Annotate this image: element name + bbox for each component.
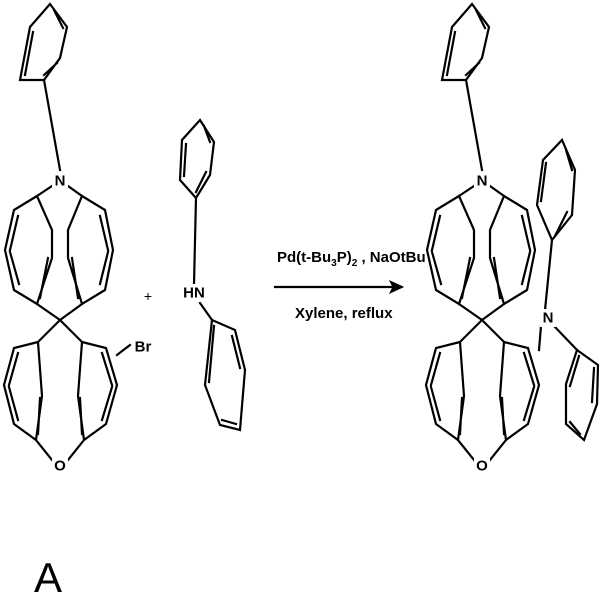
reaction-reagents: Pd(t-Bu3P)2 , NaOtBu: [277, 249, 426, 269]
product-acridine-right-ring: [490, 196, 535, 304]
reactant-b-bottom-phenyl-ring: [205, 320, 245, 430]
product-n-left-bond: [459, 186, 474, 196]
reactant-a-o-left-bond: [36, 440, 52, 460]
reactant-b-top-phenyl-ring: [180, 120, 214, 198]
product-amine-upper-bond: [545, 240, 552, 310]
reactant-a-top-phenyl-ring: [20, 4, 67, 80]
product-top-phenyl-ring: [442, 4, 489, 80]
reactant-a-br-bond: [117, 345, 130, 355]
reactant-a-bromine-label: Br: [135, 339, 152, 356]
product-nitrogen-label: N: [477, 173, 488, 190]
product-spiro-left-down: [460, 320, 482, 342]
reactant-a-spiro-right-down: [60, 320, 82, 342]
reactant-b-nh-bottom-bond: [200, 303, 212, 320]
reactant-a-structure: N O Br: [4, 4, 151, 475]
reactant-a-acridine-right-ring: [68, 196, 113, 304]
product-oxygen-label: O: [476, 458, 488, 475]
product-spiro-right-up: [482, 304, 504, 320]
product-n-aryl-bond: [466, 80, 482, 170]
product-xanthene-right-ring: [500, 342, 539, 440]
product-amine-aryl-bond: [539, 326, 541, 350]
product-upper-phenyl-ring: [537, 140, 575, 240]
product-structure: N O N: [426, 4, 598, 475]
reactant-a-n-aryl-bond: [44, 80, 60, 170]
reactant-a-xanthene-right-ring: [78, 342, 117, 440]
reactant-b-structure: HN: [180, 120, 245, 430]
reaction-solvent: Xylene, reflux: [295, 305, 393, 322]
product-acridine-left-ring: [427, 196, 474, 304]
reactant-a-nitrogen-label: N: [55, 173, 66, 190]
reactant-a-n-right-bond: [68, 186, 82, 196]
plus-sign: +: [144, 288, 152, 304]
product-spiro-left-up: [459, 304, 482, 320]
product-o-left-bond: [458, 440, 474, 460]
product-lower-phenyl-ring: [566, 350, 598, 440]
reactant-b-nh-top-bond: [194, 198, 196, 284]
reactant-a-xanthene-left-ring: [4, 342, 42, 440]
reactant-a-oxygen-label: O: [54, 458, 66, 475]
reactant-a-acridine-left-ring: [5, 196, 52, 304]
product-xanthene-left-ring: [426, 342, 464, 440]
product-o-right-bond: [490, 440, 506, 460]
reactant-a-spiro-right-up: [60, 304, 82, 320]
reaction-arrow-group: Pd(t-Bu3P)2 , NaOtBu Xylene, reflux: [275, 249, 426, 322]
product-spiro-right-down: [482, 320, 504, 342]
reactant-a-o-right-bond: [68, 440, 84, 460]
reactant-a-spiro-left-up: [37, 304, 60, 320]
panel-label: A: [34, 554, 62, 601]
reactant-a-spiro-left-down: [38, 320, 60, 342]
product-n-right-bond: [490, 186, 504, 196]
reactant-a-n-left-bond: [37, 186, 52, 196]
reactant-b-hn-label: HN: [183, 285, 205, 302]
product-amine-nitrogen-label: N: [543, 310, 554, 327]
product-amine-lower-bond: [555, 327, 577, 350]
